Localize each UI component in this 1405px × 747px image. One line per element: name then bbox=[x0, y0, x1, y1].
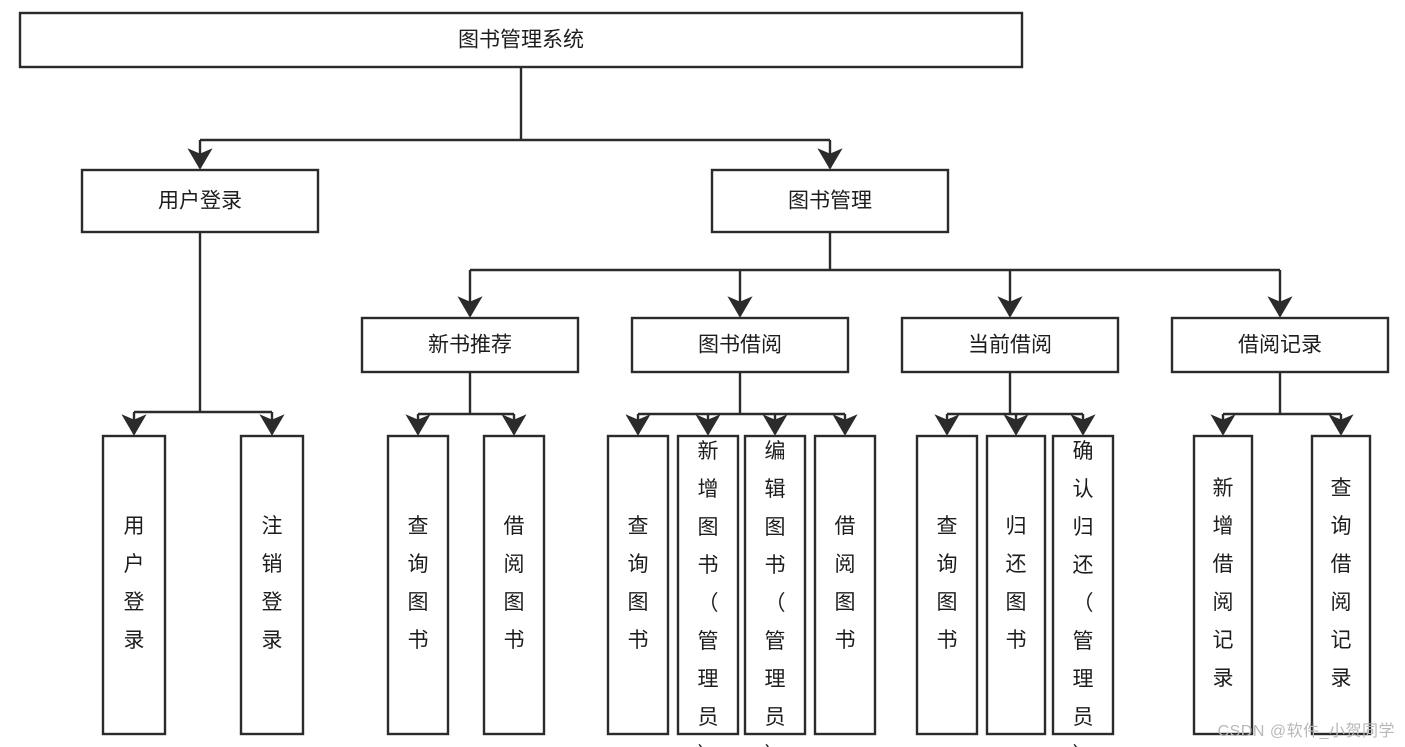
node-box bbox=[630, 316, 850, 374]
node-label: 用户登录 bbox=[158, 190, 242, 213]
node-level3-1[interactable]: 图书借阅 bbox=[630, 316, 850, 374]
node-box bbox=[606, 434, 670, 736]
node-root-system[interactable]: 图书管理系统 bbox=[18, 11, 1024, 69]
node-label: 确认归还（管理员） bbox=[1073, 440, 1094, 747]
node-level3-2[interactable]: 当前借阅 bbox=[900, 316, 1120, 374]
node-box bbox=[101, 434, 167, 736]
node-leaf-7[interactable]: 借阅图书 bbox=[813, 434, 877, 736]
node-level3-3[interactable]: 借阅记录 bbox=[1170, 316, 1390, 374]
node-label: 查询图书 bbox=[408, 515, 429, 652]
node-box bbox=[18, 11, 1024, 69]
node-label: 注销登录 bbox=[262, 515, 283, 652]
node-label: 新增借阅记录 bbox=[1213, 477, 1234, 690]
node-label: 用户登录 bbox=[124, 515, 145, 652]
node-label: 查询图书 bbox=[628, 515, 649, 652]
node-level3-0[interactable]: 新书推荐 bbox=[360, 316, 580, 374]
node-level2-0[interactable]: 用户登录 bbox=[80, 168, 320, 234]
node-label: 新书推荐 bbox=[428, 334, 512, 357]
node-leaf-11[interactable]: 新增借阅记录 bbox=[1192, 434, 1254, 736]
node-box bbox=[985, 434, 1047, 736]
node-label: 归还图书 bbox=[1006, 515, 1027, 652]
node-label: 借阅图书 bbox=[835, 515, 856, 652]
node-box bbox=[239, 434, 305, 736]
node-label: 图书管理系统 bbox=[458, 29, 584, 52]
node-box bbox=[710, 168, 950, 234]
node-box bbox=[1192, 434, 1254, 736]
node-leaf-5[interactable]: 新增图书（管理员） bbox=[676, 434, 740, 747]
node-box bbox=[1051, 434, 1115, 736]
node-box bbox=[1310, 434, 1372, 736]
node-leaf-0[interactable]: 用户登录 bbox=[101, 434, 167, 736]
node-label: 借阅图书 bbox=[504, 515, 525, 652]
node-box bbox=[1170, 316, 1390, 374]
node-box bbox=[900, 316, 1120, 374]
node-label: 图书管理 bbox=[788, 190, 872, 213]
node-label: 借阅记录 bbox=[1238, 334, 1322, 357]
node-label: 图书借阅 bbox=[698, 334, 782, 357]
node-label: 编辑图书（管理员） bbox=[765, 440, 786, 747]
node-leaf-10[interactable]: 确认归还（管理员） bbox=[1051, 434, 1115, 747]
node-box bbox=[676, 434, 740, 736]
node-level2-1[interactable]: 图书管理 bbox=[710, 168, 950, 234]
node-leaf-6[interactable]: 编辑图书（管理员） bbox=[743, 434, 807, 747]
node-leaf-4[interactable]: 查询图书 bbox=[606, 434, 670, 736]
csdn-watermark: CSDN @软件_小贺同学 bbox=[1217, 723, 1395, 740]
nodes-layer: 图书管理系统用户登录图书管理新书推荐图书借阅当前借阅借阅记录用户登录注销登录查询… bbox=[18, 11, 1390, 747]
node-leaf-1[interactable]: 注销登录 bbox=[239, 434, 305, 736]
node-label: 查询借阅记录 bbox=[1331, 477, 1352, 690]
node-box bbox=[813, 434, 877, 736]
node-leaf-12[interactable]: 查询借阅记录 bbox=[1310, 434, 1372, 736]
node-box bbox=[743, 434, 807, 736]
node-box bbox=[915, 434, 979, 736]
node-box bbox=[482, 434, 546, 736]
node-leaf-9[interactable]: 归还图书 bbox=[985, 434, 1047, 736]
node-box bbox=[360, 316, 580, 374]
node-box bbox=[80, 168, 320, 234]
node-leaf-8[interactable]: 查询图书 bbox=[915, 434, 979, 736]
node-label: 查询图书 bbox=[937, 515, 958, 652]
node-label: 当前借阅 bbox=[968, 334, 1052, 357]
node-leaf-2[interactable]: 查询图书 bbox=[386, 434, 450, 736]
node-box bbox=[386, 434, 450, 736]
edges-layer bbox=[121, 67, 1354, 436]
node-label: 新增图书（管理员） bbox=[698, 440, 719, 747]
node-leaf-3[interactable]: 借阅图书 bbox=[482, 434, 546, 736]
